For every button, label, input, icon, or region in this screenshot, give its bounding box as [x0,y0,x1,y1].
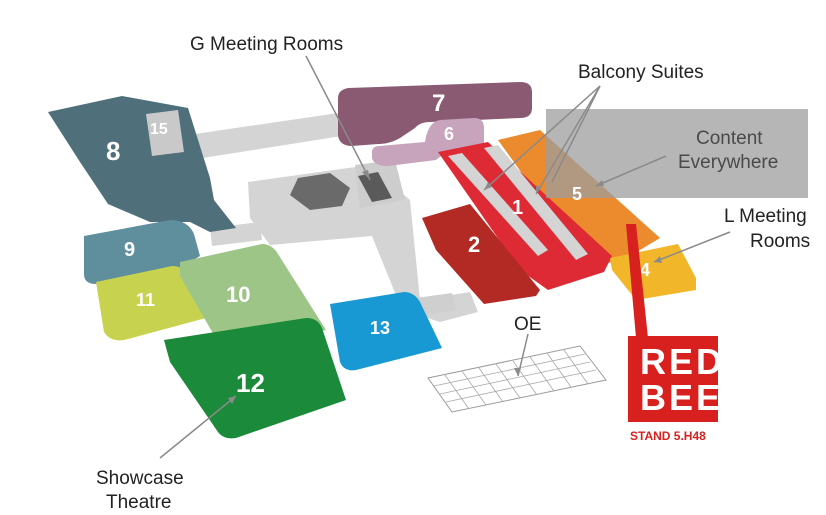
callout-arrowheads [228,170,662,404]
atrium-hexagon [290,173,350,210]
hall-11-label: 11 [136,290,155,310]
hall-10-label: 10 [226,282,250,307]
hall-13[interactable]: 13 [330,292,442,371]
hall-15-block[interactable] [146,110,184,156]
balcony-pointer-1 [483,85,601,191]
hall-6[interactable]: 6 [372,118,484,166]
oe-label: OE [514,314,541,335]
hall-5-label: 5 [572,184,582,204]
hall-8-shape [48,96,236,232]
red-bee-stand-marker[interactable]: RED BEE STAND 5.H48 [626,224,725,443]
content-pointer [595,155,667,187]
hall-6-label: 6 [444,124,454,144]
callout-lines [159,55,731,459]
walkway-13-link [416,293,456,316]
red-bee-logo [628,336,718,422]
hall-13-shape [330,292,442,371]
hall-12[interactable]: 12 [164,318,346,439]
balcony-suite-strip-1[interactable] [448,153,548,256]
hall-6-shape [372,118,484,166]
l-meeting-rooms-label-2: Rooms [750,231,810,252]
showcase-theatre-label-1: Showcase [96,468,184,489]
hall-1-label: 1 [512,197,523,219]
hall-9-label: 9 [124,239,135,261]
showcase-pointer [159,395,237,459]
balcony-suites-label: Balcony Suites [578,62,704,83]
content-everywhere-label-2: Everywhere [678,152,778,173]
hall-12-shape [164,318,346,439]
oe-grid-area[interactable] [427,345,607,413]
hall-1[interactable]: 1 [438,142,612,290]
hall-12-label: 12 [236,368,265,398]
hall-15-label: 15 [150,121,168,138]
logo-line-1: RED [640,341,725,382]
hall-5[interactable] [498,130,660,268]
oe-grid-outline [427,345,607,413]
hall-2-label: 2 [468,232,480,257]
oe-grid-lines [433,349,597,410]
l-meeting-rooms-label-1: L Meeting [724,206,807,227]
balcony-pointer-2 [535,85,601,195]
stand-pointer [626,224,648,338]
logo-line-2: BEE [640,377,723,418]
hall-13-label: 13 [370,318,390,338]
hall-2[interactable]: 2 [422,204,540,304]
hall-7-label: 7 [432,90,445,117]
walkway-top [188,112,348,160]
hall-11[interactable]: 11 [96,266,206,341]
hall-7[interactable]: 7 [338,82,532,146]
g-meeting-rooms-block [358,172,392,202]
hall-11-shape [96,266,206,341]
hall-7-shape [338,82,532,146]
balcony-pointer-3 [551,85,601,183]
hall-2-shape [422,204,540,304]
hall-8[interactable]: 15 8 [48,96,236,232]
stand-number: STAND 5.H48 [630,429,706,443]
content-everywhere-label-1: Content [696,128,763,149]
g-meeting-rooms-label: G Meeting Rooms [190,34,343,55]
hall-5-shape [498,130,660,268]
hall-8-label: 8 [106,136,120,166]
l-meeting-pointer [653,231,731,263]
content-everywhere-box [546,109,808,198]
hall-4-label: 4 [640,260,650,280]
g-meeting-pointer [305,55,371,181]
balcony-suite-strip-2[interactable] [484,145,588,260]
showcase-theatre-label-2: Theatre [106,492,171,513]
